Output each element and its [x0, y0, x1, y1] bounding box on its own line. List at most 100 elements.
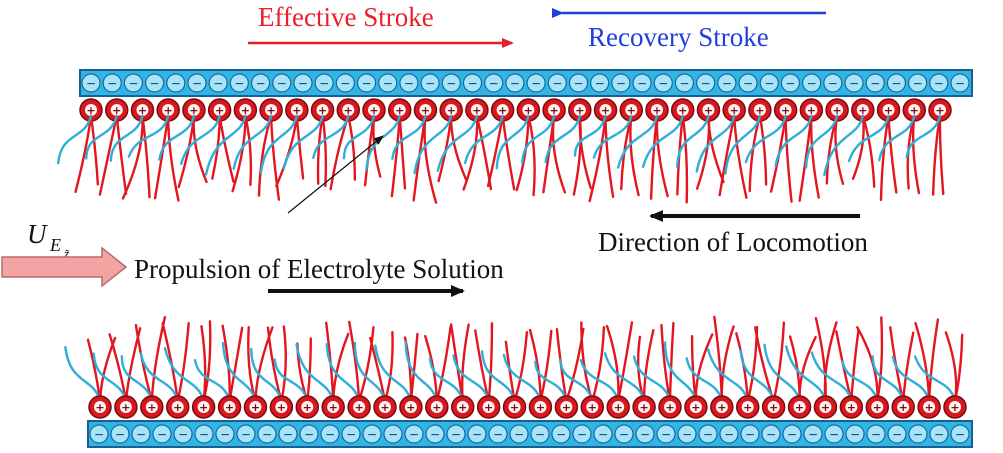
cilium-recovery-strand	[428, 357, 464, 403]
negative-charge-icon: −	[215, 424, 235, 444]
svg-text:−: −	[241, 428, 251, 442]
cilium-recovery-strand	[573, 114, 607, 157]
cilium-recovery-strand	[85, 114, 118, 160]
cilium-recovery-strand	[774, 114, 813, 167]
svg-text:−: −	[682, 428, 692, 442]
negative-charge-icon: −	[208, 73, 228, 93]
svg-text:+: +	[225, 401, 234, 414]
positive-charge-icon: +	[321, 395, 345, 419]
cilium-effective-strand	[901, 331, 915, 403]
cilium-effective-strand	[200, 325, 207, 403]
svg-text:−: −	[556, 428, 566, 442]
negative-charge-icon: −	[717, 73, 737, 93]
svg-text:−: −	[340, 77, 350, 91]
negative-charge-icon: −	[314, 73, 334, 93]
positive-charge-icon: +	[619, 98, 644, 122]
cilium-effective-strand	[321, 114, 328, 188]
positive-charge-icon: +	[606, 395, 630, 419]
cilium-effective-strand	[642, 329, 655, 403]
svg-text:+: +	[601, 104, 610, 117]
negative-charge-icon: −	[399, 73, 419, 93]
positive-charge-icon: +	[658, 395, 682, 419]
svg-text:−: −	[787, 428, 797, 442]
positive-charge-icon: +	[104, 98, 129, 122]
svg-text:−: −	[136, 428, 146, 442]
cilium-effective-strand	[166, 114, 180, 202]
cilium-recovery-strand	[480, 350, 516, 403]
svg-text:−: −	[640, 428, 650, 442]
cilium-recovery-strand	[413, 114, 453, 175]
positive-charge-icon: +	[88, 395, 112, 419]
svg-text:+: +	[704, 104, 713, 117]
negative-charge-icon: −	[89, 424, 109, 444]
cilium-recovery-strand	[232, 114, 273, 170]
cilium-effective-strand	[474, 329, 490, 403]
negative-charge-icon: −	[335, 73, 355, 93]
cilium-recovery-strand	[675, 114, 710, 168]
positive-charge-icon: +	[593, 98, 618, 122]
cilium-effective-strand	[927, 318, 940, 403]
cilium-effective-strand	[591, 326, 606, 403]
negative-charge-icon: −	[824, 424, 844, 444]
svg-text:−: −	[701, 77, 711, 91]
cilium-effective-strand	[850, 328, 860, 403]
svg-text:+: +	[588, 401, 597, 414]
positive-charge-icon: +	[799, 98, 824, 122]
negative-charge-icon: −	[505, 73, 525, 93]
svg-text:−: −	[766, 428, 776, 442]
svg-text:−: −	[150, 77, 160, 91]
positive-charge-icon: +	[79, 98, 103, 122]
svg-text:−: −	[552, 77, 562, 91]
negative-charge-icon: −	[378, 73, 398, 93]
svg-text:+: +	[121, 401, 130, 414]
cilium-recovery-strand	[695, 114, 736, 173]
negative-charge-icon: −	[845, 424, 865, 444]
negative-charge-icon: −	[420, 73, 440, 93]
svg-text:−: −	[298, 77, 308, 91]
positive-charge-icon: +	[632, 395, 656, 419]
cilium-recovery-strand	[502, 353, 542, 403]
svg-text:+: +	[935, 104, 944, 117]
cilium-recovery-strand	[521, 114, 556, 164]
cilium-effective-strand	[383, 331, 394, 403]
svg-text:+: +	[406, 401, 415, 414]
velocity-symbol: U E z̃	[27, 219, 70, 261]
cilium-effective-strand	[347, 114, 357, 181]
svg-text:−: −	[489, 77, 499, 91]
positive-charge-icon: +	[387, 98, 412, 122]
velocity-u: U	[27, 219, 48, 249]
positive-charge-icon: +	[362, 98, 386, 122]
negative-charge-icon: −	[908, 73, 928, 93]
positive-charge-icon: +	[645, 98, 669, 122]
positive-charge-icon: +	[825, 98, 849, 122]
negative-charge-icon: −	[425, 424, 445, 444]
svg-text:−: −	[871, 428, 881, 442]
svg-text:+: +	[458, 401, 467, 414]
cilium-recovery-strand	[193, 358, 231, 403]
svg-text:+: +	[484, 401, 493, 414]
cilium-recovery-strand	[353, 341, 387, 403]
negative-charge-icon: −	[81, 73, 101, 93]
negative-charge-icon: −	[320, 424, 340, 444]
negative-charge-icon: −	[929, 424, 949, 444]
cilium-recovery-strand	[64, 346, 102, 403]
svg-text:+: +	[421, 104, 430, 117]
velocity-arrow	[1, 246, 128, 288]
cilium-effective-strand	[938, 114, 945, 196]
positive-charge-icon: +	[156, 98, 180, 122]
cilium-effective-strand	[953, 333, 964, 403]
svg-text:+: +	[899, 401, 908, 414]
cilium-recovery-strand	[724, 114, 762, 175]
cilium-recovery-strand	[534, 360, 568, 403]
svg-text:−: −	[658, 77, 668, 91]
svg-text:+: +	[807, 104, 816, 117]
negative-charge-icon: −	[110, 424, 130, 444]
negative-charge-icon: −	[803, 424, 823, 444]
svg-text:−: −	[157, 428, 167, 442]
negative-charge-icon: −	[759, 73, 779, 93]
cilium-effective-strand	[604, 114, 615, 198]
svg-text:−: −	[577, 428, 587, 442]
positive-charge-icon: +	[243, 395, 268, 419]
cilium-recovery-strand	[632, 355, 672, 403]
negative-charge-icon: −	[441, 73, 461, 93]
